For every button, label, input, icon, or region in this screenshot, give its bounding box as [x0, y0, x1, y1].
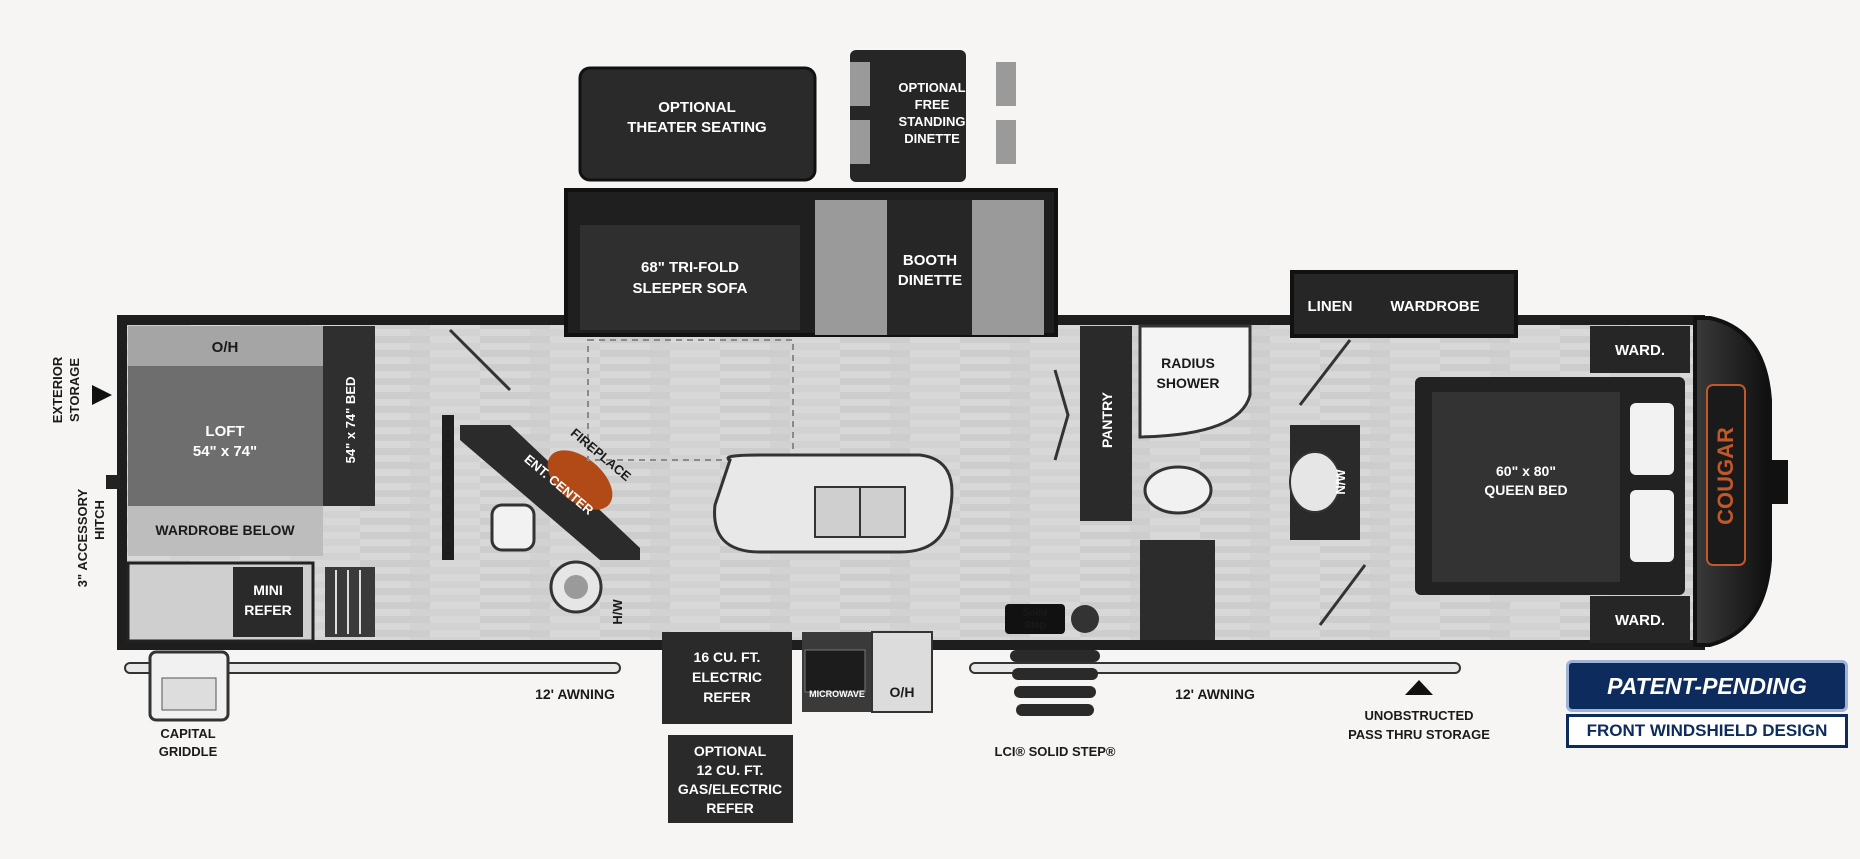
ac-hitch-label-1: 3" ACCESSORY [75, 488, 90, 587]
sleeper-sofa-label-1: 68" TRI-FOLD [641, 259, 739, 276]
loft-bed-label: 54" x 74" BED [343, 377, 358, 464]
pantry [1080, 326, 1132, 521]
booth-dinette-label-1: BOOTH [903, 252, 957, 269]
gas-refer-label-1: OPTIONAL [694, 743, 767, 759]
gas-refer-label-3: GAS/ELECTRIC [678, 781, 782, 797]
kitchen-island [713, 453, 954, 554]
free-dinette-label-1: OPTIONAL [898, 80, 965, 95]
griddle-label-2: GRIDDLE [159, 744, 218, 759]
loft-oh-label: O/H [212, 339, 239, 356]
mini-refer-label-1: MINI [253, 582, 283, 598]
slide-floor-outline [587, 339, 794, 461]
solid-step [1010, 650, 1100, 716]
linen-wardrobe-slide [1290, 270, 1518, 338]
patent-badge: PATENT-PENDING DESIGN FRONT WINDSHIELD D… [1566, 660, 1848, 750]
electric-refer-label-2: ELECTRIC [692, 669, 762, 685]
patent-badge-subtitle: FRONT WINDSHIELD DESIGN [1566, 714, 1848, 748]
free-dinette-label-4: DINETTE [904, 131, 960, 146]
brand-logo: COUGAR [1713, 427, 1738, 525]
capital-griddle [148, 650, 230, 722]
solid-step-label: LCI® SOLID STEP® [995, 744, 1116, 759]
ward-bottom-label: WARD. [1615, 612, 1665, 629]
theater-seating-label-2: THEATER SEATING [627, 119, 766, 136]
labels: OPTIONAL THEATER SEATING OPTIONAL FREE S… [50, 80, 1738, 816]
loft-label-2: 54" x 74" [193, 443, 257, 460]
patent-badge-title: PATENT-PENDING DESIGN [1566, 660, 1848, 745]
awnings [124, 662, 1461, 674]
linen-label: LINEN [1308, 298, 1353, 315]
kitchen-slide-bottom [662, 631, 933, 823]
bath [1138, 324, 1360, 640]
pantry-label: PANTRY [1099, 391, 1115, 448]
door-swings [448, 328, 1367, 626]
pass-thru-label-1: UNOBSTRUCTED [1364, 708, 1473, 723]
queen-bed-label-1: 60" x 80" [1496, 463, 1556, 479]
hw-label: H/W [610, 599, 625, 625]
exterior-storage-arrow-icon [92, 385, 112, 405]
ac-hitch-label-2: HITCH [92, 500, 107, 540]
free-dinette-label-2: FREE [915, 97, 950, 112]
hitch-icon [106, 475, 120, 489]
gas-refer-label-2: 12 CU. FT. [697, 762, 764, 778]
ward-top-label: WARD. [1615, 342, 1665, 359]
wardrobe-below-label: WARDROBE BELOW [155, 522, 295, 538]
pass-thru-label-2: PASS THRU STORAGE [1348, 727, 1490, 742]
theater-seating-label-1: OPTIONAL [658, 99, 736, 116]
bedroom [1415, 326, 1690, 643]
electric-refer-label-3: REFER [703, 689, 750, 705]
solid-step-logo: Soild Step [1005, 604, 1099, 634]
electric-refer-label-1: 16 CU. FT. [694, 649, 761, 665]
sleeper-sofa-label-2: SLEEPER SOFA [632, 280, 747, 297]
kitchen-oh-label: O/H [890, 684, 915, 700]
wardrobe-label: WARDROBE [1390, 298, 1479, 315]
booth-dinette-label-2: DINETTE [898, 272, 962, 289]
nw-label: N/W [1333, 469, 1348, 495]
loft-area [126, 326, 375, 643]
theater-seating [578, 66, 817, 182]
griddle-label-1: CAPITAL [160, 726, 215, 741]
awning-left-label: 12' AWNING [535, 686, 615, 702]
loft-label-1: LOFT [205, 423, 244, 440]
pass-thru-arrow-icon [1405, 680, 1433, 695]
awning-right-label: 12' AWNING [1175, 686, 1255, 702]
exterior-storage-label-1: EXTERIOR [50, 356, 65, 423]
radius-shower-label-1: RADIUS [1161, 355, 1215, 371]
queen-bed-label-2: QUEEN BED [1484, 482, 1567, 498]
entertainment-center [442, 415, 640, 614]
gas-refer-label-4: REFER [706, 800, 753, 816]
free-dinette-label-3: STANDING [899, 114, 966, 129]
radius-shower-label-2: SHOWER [1157, 375, 1220, 391]
mini-refer-label-2: REFER [244, 602, 291, 618]
microwave-label: MICROWAVE [809, 689, 865, 699]
svg-text:Step: Step [1024, 620, 1046, 631]
living-slideout [564, 188, 1058, 337]
svg-text:Soild: Soild [1023, 608, 1047, 619]
free-standing-dinette [850, 50, 1016, 182]
exterior-storage-label-2: STORAGE [67, 358, 82, 422]
